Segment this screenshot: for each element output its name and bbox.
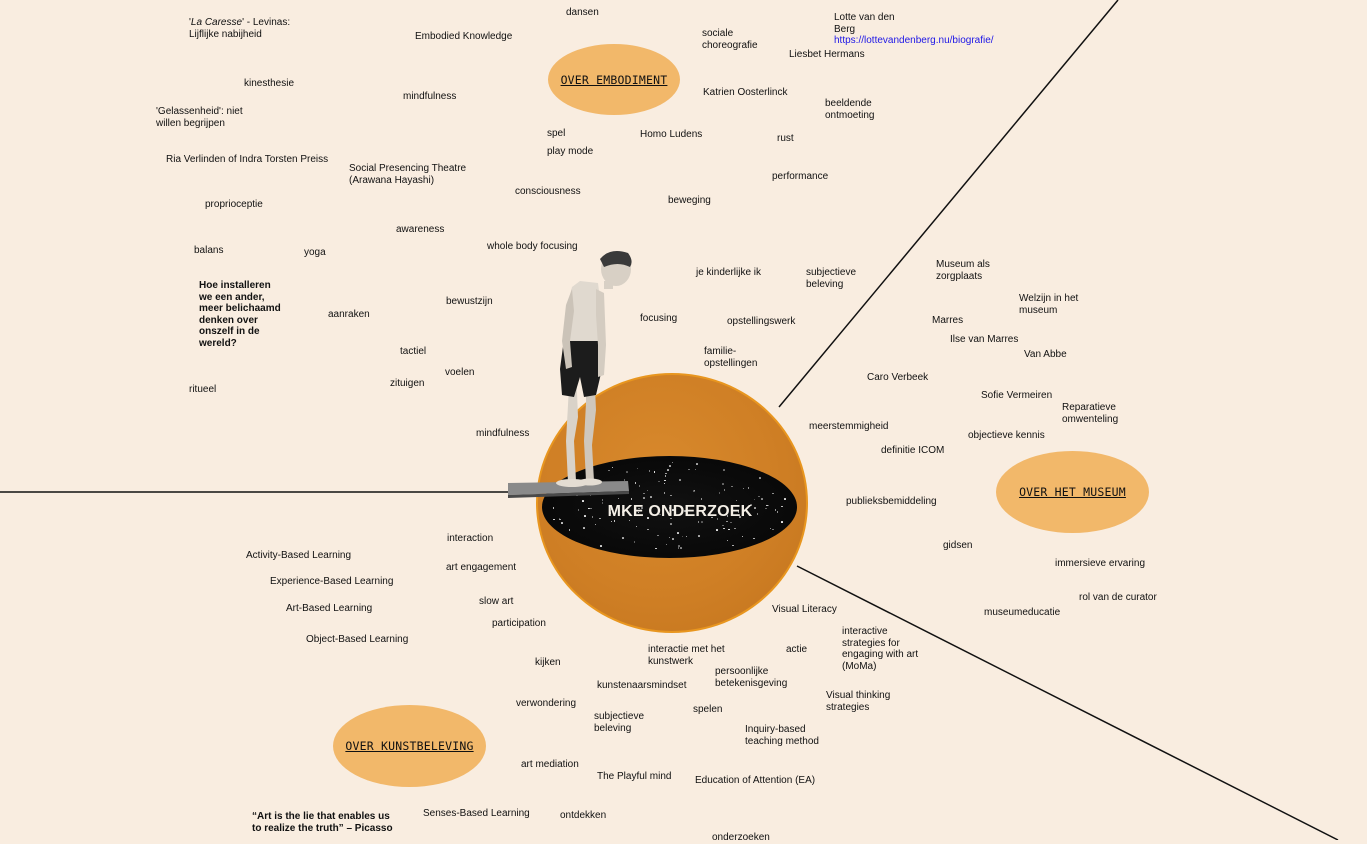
term-art-engagement: art engagement <box>446 562 517 573</box>
term-museum-als-zorgplaats: Museum als zorgplaats <box>936 259 990 282</box>
term-balans: balans <box>194 245 224 256</box>
term-subjectieve-beleving-top: subjectieve beleving <box>806 267 857 290</box>
research-question: Hoe installeren we een ander, meer belic… <box>199 280 281 349</box>
term-participation: participation <box>492 618 546 629</box>
term-caro-verbeek: Caro Verbeek <box>867 372 929 383</box>
term-museumeducatie: museumeducatie <box>984 607 1061 618</box>
term-definitie-icom: definitie ICOM <box>881 445 945 456</box>
connector-line-top-right <box>778 0 1119 408</box>
hub-over-het-museum[interactable]: OVER HET MUSEUM <box>996 451 1149 533</box>
term-experience-based-learning: Experience-Based Learning <box>270 576 394 587</box>
picasso-quote: “Art is the lie that enables us to reali… <box>252 811 393 834</box>
term-liesbet-hermans: Liesbet Hermans <box>789 49 865 60</box>
term-embodied-knowledge: Embodied Knowledge <box>415 31 513 42</box>
term-sociale-choreografie: sociale choreografie <box>702 28 758 51</box>
term-persoonlijke-betekenisgeving: persoonlijke betekenisgeving <box>715 666 788 689</box>
hub-over-embodiment-label: OVER EMBODIMENT <box>560 72 668 87</box>
term-immersieve-ervaring: immersieve ervaring <box>1055 558 1146 569</box>
term-van-abbe: Van Abbe <box>1024 349 1067 360</box>
term-education-of-attention: Education of Attention (EA) <box>695 775 816 786</box>
term-kijken: kijken <box>535 657 561 668</box>
term-je-kinderlijke-ik: je kinderlijke ik <box>696 267 762 278</box>
term-actie: actie <box>786 644 808 655</box>
term-play-mode: play mode <box>547 146 594 157</box>
term-the-playful-mind: The Playful mind <box>597 771 672 782</box>
term-marres: Marres <box>932 315 964 326</box>
diving-boy-figure <box>508 251 632 498</box>
term-social-presencing-theatre: Social Presencing Theatre (Arawana Hayas… <box>349 163 467 186</box>
term-aanraken: aanraken <box>328 309 370 320</box>
term-la-caresse-title: La Caresse <box>190 17 243 28</box>
term-voelen: voelen <box>445 367 475 378</box>
term-welzijn-in-het-museum: Welzijn in het museum <box>1019 293 1079 316</box>
term-verwondering: verwondering <box>516 698 577 709</box>
term-onderzoeken: onderzoeken <box>712 832 770 843</box>
term-ria-verlinden: Ria Verlinden of Indra Torsten Preiss <box>166 154 329 165</box>
term-consciousness: consciousness <box>515 186 581 197</box>
term-rust: rust <box>777 133 794 144</box>
term-katrien-oosterlinck: Katrien Oosterlinck <box>703 87 788 98</box>
term-la-caresse: 'La Caresse' - Levinas:Lijflijke nabijhe… <box>189 17 291 40</box>
term-kunstenaarsmindset: kunstenaarsmindset <box>597 680 687 691</box>
hub-over-het-museum-label: OVER HET MUSEUM <box>1019 485 1126 499</box>
term-mindfulness-mid: mindfulness <box>476 428 530 439</box>
term-whole-body-focusing: whole body focusing <box>487 241 578 252</box>
term-senses-based-learning: Senses-Based Learning <box>423 808 530 819</box>
term-visual-thinking-strategies: Visual thinking strategies <box>826 690 891 713</box>
term-mindfulness-top: mindfulness <box>403 91 457 102</box>
term-beweging: beweging <box>668 195 711 206</box>
term-reparatieve-omwenteling: Reparatieve omwenteling <box>1062 402 1119 425</box>
term-subjectieve-beleving-bottom: subjectieve beleving <box>594 711 645 734</box>
term-art-based-learning: Art-Based Learning <box>286 603 373 614</box>
term-activity-based-learning: Activity-Based Learning <box>246 550 352 561</box>
term-homo-ludens: Homo Ludens <box>640 129 703 140</box>
term-lotte-van-den-berg: Lotte van den Berg https://lottevandenbe… <box>834 12 1024 47</box>
term-ilse-van-marres: Ilse van Marres <box>950 334 1019 345</box>
term-tactiel: tactiel <box>400 346 427 357</box>
term-slow-art: slow art <box>479 596 514 607</box>
term-interaction: interaction <box>447 533 494 544</box>
lotte-biografie-link[interactable]: https://lottevandenberg.nu/biografie/ <box>834 35 994 46</box>
term-spelen: spelen <box>693 704 723 715</box>
term-spel: spel <box>547 128 566 139</box>
term-kinesthesie: kinesthesie <box>244 78 295 89</box>
term-awareness: awareness <box>396 224 445 235</box>
term-dansen: dansen <box>566 7 599 18</box>
term-visual-literacy: Visual Literacy <box>772 604 837 615</box>
connector-line-bottom-right <box>796 565 1339 840</box>
term-publieksbemiddeling: publieksbemiddeling <box>846 496 937 507</box>
hub-over-kunstbeleving[interactable]: OVER KUNSTBELEVING <box>333 705 486 787</box>
term-art-mediation: art mediation <box>521 759 579 770</box>
term-object-based-learning: Object-Based Learning <box>306 634 409 645</box>
term-la-caresse-rest: ' - Levinas: <box>242 17 291 28</box>
hub-mke-onderzoek[interactable]: MKE ONDERZOEK <box>607 503 753 520</box>
term-yoga: yoga <box>304 247 326 258</box>
term-sofie-vermeiren: Sofie Vermeiren <box>981 390 1053 401</box>
starfield-hole <box>542 456 797 558</box>
term-ontdekken: ontdekken <box>560 810 607 821</box>
term-proprioceptie: proprioceptie <box>205 199 263 210</box>
term-gelassenheid: 'Gelassenheid': niet willen begrijpen <box>156 106 243 129</box>
term-interactie-met-het-kunstwerk: interactie met het kunstwerk <box>648 644 725 667</box>
term-beeldende-ontmoeting: beeldende ontmoeting <box>825 98 875 121</box>
term-lotte-name: Lotte van den Berg <box>834 12 895 35</box>
term-familie-opstellingen: familie-opstellingen <box>704 346 758 369</box>
term-rol-van-de-curator: rol van de curator <box>1079 592 1157 603</box>
term-gidsen: gidsen <box>943 540 973 551</box>
term-ritueel: ritueel <box>189 384 217 395</box>
term-zituigen: zituigen <box>390 378 425 389</box>
term-performance: performance <box>772 171 829 182</box>
term-bewustzijn: bewustzijn <box>446 296 493 307</box>
hub-over-kunstbeleving-label: OVER KUNSTBELEVING <box>345 739 474 753</box>
hub-over-embodiment[interactable]: OVER EMBODIMENT <box>548 44 680 115</box>
term-lijflijke-nabijheid: Lijflijke nabijheid <box>189 28 262 40</box>
term-opstellingswerk: opstellingswerk <box>727 316 796 327</box>
term-focusing: focusing <box>640 313 678 324</box>
term-interactive-strategies-moma: interactive strategies for engaging with… <box>842 626 919 672</box>
term-meerstemmigheid: meerstemmigheid <box>809 421 889 432</box>
term-inquiry-based-teaching: Inquiry-based teaching method <box>745 724 819 747</box>
term-objectieve-kennis: objectieve kennis <box>968 430 1045 441</box>
